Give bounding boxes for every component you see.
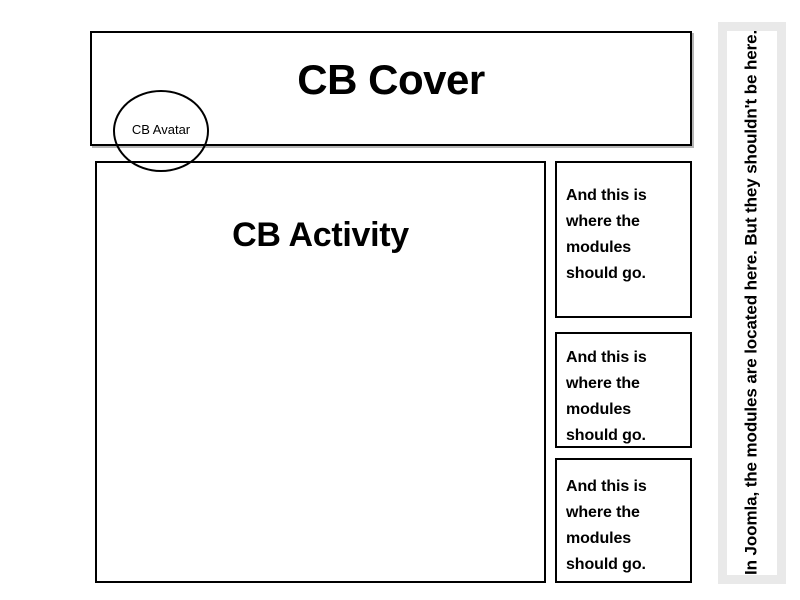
module-placeholder-text: And this is where the modules should go. — [566, 187, 647, 282]
module-placeholder-2[interactable]: And this is where the modules should go. — [555, 332, 692, 448]
joomla-module-sidebar-note: In Joomla, the modules are located here.… — [741, 31, 761, 575]
module-placeholder-1[interactable]: And this is where the modules should go. — [555, 161, 692, 318]
cb-activity-title: CB Activity — [232, 216, 409, 254]
joomla-module-sidebar[interactable]: In Joomla, the modules are located here.… — [718, 22, 786, 584]
module-placeholder-3[interactable]: And this is where the modules should go. — [555, 458, 692, 583]
cb-avatar-placeholder[interactable]: CB Avatar — [113, 90, 209, 172]
cb-avatar-label: CB Avatar — [131, 122, 191, 137]
cb-activity-panel[interactable]: CB Activity — [95, 161, 546, 583]
module-placeholder-text: And this is where the modules should go. — [566, 478, 647, 573]
module-placeholder-text: And this is where the modules should go. — [566, 349, 647, 444]
cb-cover-title: CB Cover — [297, 56, 485, 103]
joomla-module-sidebar-inner: In Joomla, the modules are located here.… — [727, 31, 777, 575]
